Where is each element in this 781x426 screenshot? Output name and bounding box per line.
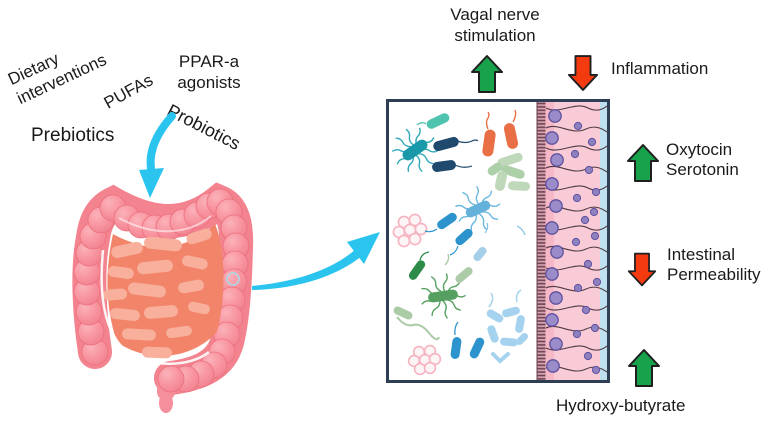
bacterium-blue-flagellated: [455, 186, 501, 231]
bacterium-green-flagellated: [420, 273, 466, 319]
bacterium-orange-rod: [482, 129, 496, 157]
gut-microbiota-panel: [386, 99, 610, 383]
bacterium-blue-rod: [450, 337, 462, 359]
bacterium-blue-rod: [437, 212, 457, 230]
label-ppar-a-agonists: PPAR-a agonists: [177, 52, 241, 92]
bacterium-sage-rod: [455, 267, 473, 283]
decrease-arrow-inflammation-icon: [567, 55, 599, 91]
gut-microbiota: [392, 109, 530, 376]
brush-border: [536, 102, 546, 380]
label-pufas: PUFAs: [100, 70, 157, 113]
bacterium-pale-blue-capsule: [473, 246, 487, 262]
mesentery-line: [100, 249, 210, 365]
bacterium-blue-rod: [455, 228, 473, 246]
label-hydroxy-butyrate: Hydroxy-butyrate: [556, 396, 686, 415]
bacterium-teal-flagellated: [392, 127, 438, 173]
flow-arrow-to-intestine-icon: [139, 112, 176, 198]
bacteria-sage-cluster: [487, 152, 530, 191]
bacteria-pale-blue-pile: [486, 306, 528, 347]
bacterium-sage-capsule: [393, 306, 413, 320]
cell-nuclei: [545, 109, 564, 373]
flagellum-squiggle: [396, 316, 440, 341]
panel-contents: [392, 102, 607, 380]
increase-arrow-vagal-icon: [471, 55, 503, 93]
bacteria-cocci-cluster: [392, 213, 428, 248]
label-inflammation: Inflammation: [611, 59, 709, 78]
label-oxytocin-serotonin: Oxytocin Serotonin: [666, 140, 739, 179]
bacterium-green-rod: [408, 260, 426, 280]
bacterium-blue-rod: [469, 337, 485, 359]
increase-arrow-oxytocin-icon: [627, 144, 659, 182]
small-nuclei: [570, 121, 602, 375]
colon-haustra: [73, 188, 250, 393]
intestine-illustration: [72, 182, 254, 413]
label-intestinal-permeability: Intestinal Permeability: [667, 245, 761, 284]
intestinal-epithelium-cells: [536, 102, 607, 380]
bacterium-navy-rod: [432, 160, 456, 172]
bacterium-teal-capsule: [426, 113, 450, 129]
increase-arrow-butyrate-icon: [628, 349, 660, 387]
small-intestine-coils: [103, 228, 212, 359]
bacterium-navy-rod: [433, 136, 459, 152]
bacterium-orange-rod: [503, 123, 519, 149]
bacteria-cocci-cluster: [407, 344, 442, 376]
decrease-arrow-permeability-icon: [627, 252, 657, 287]
flow-arrow-to-panel-icon: [252, 232, 380, 290]
label-vagal-nerve-stimulation: Vagal nerve stimulation: [450, 5, 540, 45]
label-prebiotics: Prebiotics: [31, 125, 115, 146]
detail-circle: [226, 272, 240, 286]
